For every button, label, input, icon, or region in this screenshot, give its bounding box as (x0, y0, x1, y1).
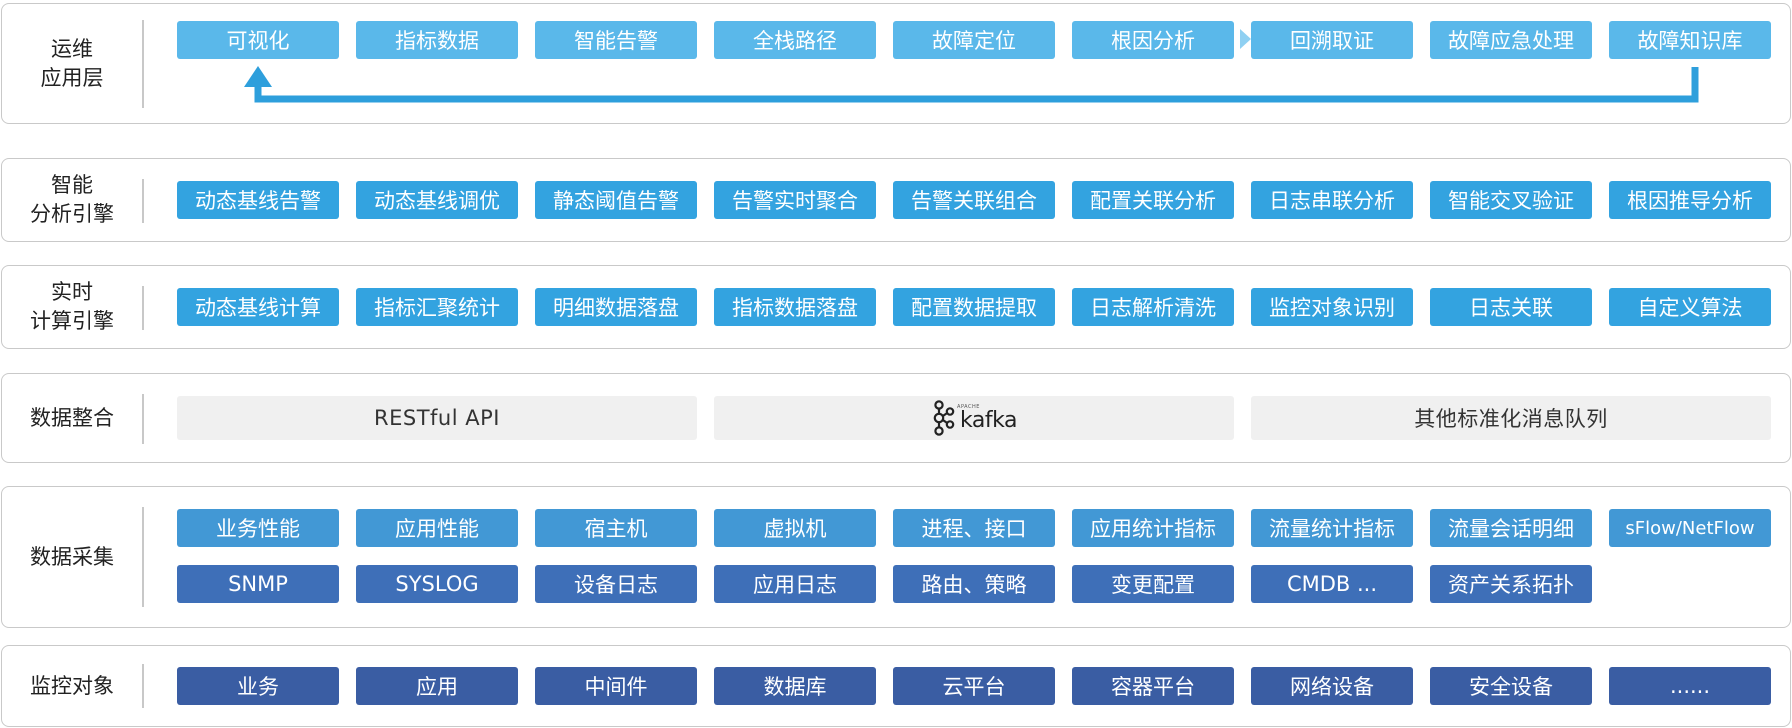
integration-kafka: APACHE kafka (714, 396, 1234, 440)
compute-item: 动态基线计算 (177, 288, 339, 326)
monitor-item: 云平台 (893, 667, 1055, 705)
monitor-item: 网络设备 (1251, 667, 1413, 705)
layer-data-collection: 数据采集 业务性能 应用性能 宿主机 虚拟机 进程、接口 应用统计指标 流量统计… (1, 486, 1791, 628)
monitor-item: 数据库 (714, 667, 876, 705)
monitor-item: 业务 (177, 667, 339, 705)
collection-item: 应用统计指标 (1072, 509, 1234, 547)
app-item-smart-alert: 智能告警 (535, 21, 697, 59)
layer-data-integration: 数据整合 RESTful API APACHE kafka 其他标准化消息队列 (1, 373, 1791, 463)
analysis-item: 动态基线告警 (177, 181, 339, 219)
app-item-root-cause: 根因分析 (1072, 21, 1234, 59)
analysis-item: 日志串联分析 (1251, 181, 1413, 219)
layer-divider (142, 286, 144, 330)
layer-compute-engine: 实时 计算引擎 动态基线计算 指标汇聚统计 明细数据落盘 指标数据落盘 配置数据… (1, 265, 1791, 349)
app-item-fault-location: 故障定位 (893, 21, 1055, 59)
compute-item: 日志关联 (1430, 288, 1592, 326)
collection-item: 流量会话明细 (1430, 509, 1592, 547)
compute-item: 自定义算法 (1609, 288, 1771, 326)
collection-item: 进程、接口 (893, 509, 1055, 547)
collection-item: 应用性能 (356, 509, 518, 547)
collection-item: sFlow/NetFlow (1609, 509, 1771, 547)
layer-label-ops-application: 运维 应用层 (40, 36, 104, 90)
collection-item: SNMP (177, 565, 339, 603)
chevron-right-icon (1240, 29, 1251, 49)
collection-item: SYSLOG (356, 565, 518, 603)
analysis-item: 静态阈值告警 (535, 181, 697, 219)
collection-item: 宿主机 (535, 509, 697, 547)
collection-item: 变更配置 (1072, 565, 1234, 603)
layer-divider (142, 20, 144, 108)
collection-item: 流量统计指标 (1251, 509, 1413, 547)
analysis-item: 配置关联分析 (1072, 181, 1234, 219)
integration-restful-api: RESTful API (177, 396, 697, 440)
layer-divider (142, 394, 144, 444)
layer-monitor-objects: 监控对象 业务 应用 中间件 数据库 云平台 容器平台 网络设备 安全设备 ..… (1, 645, 1791, 727)
compute-item: 日志解析清洗 (1072, 288, 1234, 326)
analysis-item: 告警实时聚合 (714, 181, 876, 219)
kafka-icon (933, 400, 955, 436)
monitor-item: 应用 (356, 667, 518, 705)
kafka-wordmark: kafka (960, 407, 1017, 433)
compute-item: 监控对象识别 (1251, 288, 1413, 326)
collection-item: 设备日志 (535, 565, 697, 603)
collection-item: CMDB ... (1251, 565, 1413, 603)
layer-analysis-engine: 智能 分析引擎 动态基线告警 动态基线调优 静态阈值告警 告警实时聚合 告警关联… (1, 158, 1791, 242)
compute-item: 配置数据提取 (893, 288, 1055, 326)
analysis-item: 动态基线调优 (356, 181, 518, 219)
monitor-item: 中间件 (535, 667, 697, 705)
analysis-item: 智能交叉验证 (1430, 181, 1592, 219)
feedback-loop-arrow (244, 66, 1699, 103)
layer-label-analysis-engine: 智能 分析引擎 (30, 173, 114, 226)
kafka-logo: APACHE kafka (931, 400, 1017, 436)
monitor-item: 容器平台 (1072, 667, 1234, 705)
kafka-apache-mark: APACHE (957, 403, 980, 410)
integration-other-mq: 其他标准化消息队列 (1251, 396, 1771, 440)
app-item-full-stack-path: 全栈路径 (714, 21, 876, 59)
collection-item: 应用日志 (714, 565, 876, 603)
collection-item: 业务性能 (177, 509, 339, 547)
collection-item: 资产关系拓扑 (1430, 565, 1592, 603)
compute-item: 指标数据落盘 (714, 288, 876, 326)
app-item-knowledge-base: 故障知识库 (1609, 21, 1771, 59)
monitor-item: 安全设备 (1430, 667, 1592, 705)
app-item-forensics: 回溯取证 (1251, 21, 1413, 59)
layer-divider (142, 507, 144, 607)
monitor-item: ...... (1609, 667, 1771, 705)
layer-divider (142, 664, 144, 708)
app-item-emergency: 故障应急处理 (1430, 21, 1592, 59)
layer-label-compute-engine: 实时 计算引擎 (30, 280, 114, 333)
analysis-item: 告警关联组合 (893, 181, 1055, 219)
layer-label-data-collection: 数据采集 (30, 544, 114, 569)
compute-item: 指标汇聚统计 (356, 288, 518, 326)
layer-label-data-integration: 数据整合 (30, 405, 114, 430)
analysis-item: 根因推导分析 (1609, 181, 1771, 219)
app-item-metric-data: 指标数据 (356, 21, 518, 59)
layer-label-monitor-objects: 监控对象 (30, 673, 114, 698)
layer-divider (142, 179, 144, 223)
compute-item: 明细数据落盘 (535, 288, 697, 326)
collection-item: 路由、策略 (893, 565, 1055, 603)
layer-ops-application: 运维 应用层 可视化 指标数据 智能告警 全栈路径 故障定位 根因分析 回溯取证… (1, 3, 1791, 124)
collection-item: 虚拟机 (714, 509, 876, 547)
app-item-visualization: 可视化 (177, 21, 339, 59)
